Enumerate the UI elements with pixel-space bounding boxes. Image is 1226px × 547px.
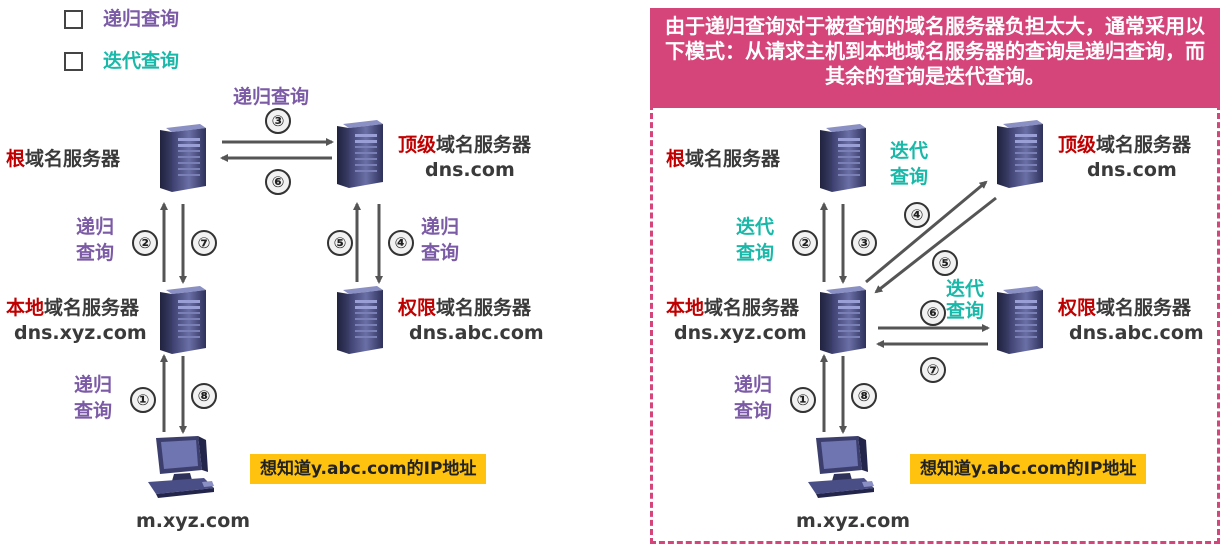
root-prefix: 根 [666, 148, 686, 170]
root-suffix: 域名服务器 [685, 148, 781, 170]
step-1: ① [790, 387, 816, 413]
local-prefix: 本地 [6, 297, 45, 319]
tld-host: dns.com [1087, 159, 1177, 181]
auth-suffix: 域名服务器 [436, 297, 532, 319]
query-label-local-auth: 迭代 查询 [946, 278, 984, 322]
step-2: ② [132, 230, 158, 256]
root-prefix: 根 [6, 148, 26, 170]
client-host: m.xyz.com [796, 510, 911, 532]
tld-host: dns.com [425, 159, 515, 181]
step-3: ③ [851, 230, 877, 256]
query-word-2: 查询 [76, 242, 115, 264]
local-host: dns.xyz.com [674, 322, 807, 344]
local-suffix: 域名服务器 [704, 297, 800, 319]
query-label-tld-auth: 递归 查询 [421, 214, 459, 266]
query-label-client: 递归 查询 [74, 372, 112, 424]
arrow-5 [874, 196, 997, 294]
query-label-root-tld: 迭代 查询 [890, 138, 928, 190]
step-8: ⑧ [191, 383, 217, 409]
step-4: ④ [388, 230, 414, 256]
query-label-client: 递归 查询 [734, 372, 772, 424]
legend-recursive-label: 递归查询 [103, 8, 180, 30]
query-word-1: 迭代 [946, 278, 985, 300]
query-word-2: 查询 [890, 166, 929, 188]
tld-server-label: 顶级域名服务器 [398, 134, 531, 156]
step-3: ③ [265, 108, 291, 134]
local-server-label: 本地域名服务器 [6, 297, 139, 319]
auth-host: dns.abc.com [409, 322, 544, 344]
query-word-1: 迭代 [890, 140, 929, 162]
query-word-2: 查询 [736, 242, 775, 264]
step-8: ⑧ [851, 383, 877, 409]
query-word-1: 递归 [734, 374, 773, 396]
auth-host: dns.abc.com [1069, 322, 1204, 344]
query-label-root-local: 递归 查询 [76, 214, 114, 266]
tld-prefix: 顶级 [398, 134, 437, 156]
tld-suffix: 域名服务器 [436, 134, 532, 156]
auth-server-label: 权限域名服务器 [398, 297, 531, 319]
root-server-label: 根域名服务器 [6, 148, 120, 170]
root-suffix: 域名服务器 [25, 148, 121, 170]
legend-iterative-label: 迭代查询 [103, 50, 180, 72]
local-suffix: 域名服务器 [44, 297, 140, 319]
root-server-label: 根域名服务器 [666, 148, 780, 170]
step-7: ⑦ [920, 357, 946, 383]
query-word-2: 查询 [421, 242, 460, 264]
query-word-1: 递归 [421, 216, 460, 238]
query-word-2: 查询 [74, 400, 113, 422]
legend-checkbox-iterative[interactable] [64, 52, 83, 71]
mode-explanation-banner: 由于递归查询对于被查询的域名服务器负担太大，通常采用以下模式：从请求主机到本地域… [650, 8, 1220, 108]
step-6: ⑥ [265, 169, 291, 195]
query-label-top: 递归查询 [233, 86, 310, 108]
step-4: ④ [904, 202, 930, 228]
auth-server-label: 权限域名服务器 [1058, 297, 1191, 319]
tld-server-label: 顶级域名服务器 [1058, 134, 1191, 156]
local-host: dns.xyz.com [14, 322, 147, 344]
arrow-4 [865, 180, 988, 284]
auth-suffix: 域名服务器 [1096, 297, 1192, 319]
query-word-1: 迭代 [736, 216, 775, 238]
query-word-1: 递归 [74, 374, 113, 396]
step-5: ⑤ [932, 250, 958, 276]
step-7: ⑦ [191, 230, 217, 256]
step-2: ② [792, 230, 818, 256]
step-6: ⑥ [920, 300, 946, 326]
auth-prefix: 权限 [398, 297, 437, 319]
query-goal-note: 想知道y.abc.com的IP地址 [250, 454, 487, 484]
query-word-2: 查询 [946, 300, 985, 322]
query-word-2: 查询 [734, 400, 773, 422]
query-label-root-local: 迭代 查询 [736, 214, 774, 266]
step-5: ⑤ [327, 230, 353, 256]
tld-prefix: 顶级 [1058, 134, 1097, 156]
local-prefix: 本地 [666, 297, 705, 319]
step-1: ① [130, 387, 156, 413]
query-word-1: 递归 [76, 216, 115, 238]
auth-prefix: 权限 [1058, 297, 1097, 319]
tld-suffix: 域名服务器 [1096, 134, 1192, 156]
client-host: m.xyz.com [136, 510, 251, 532]
legend-checkbox-recursive[interactable] [64, 10, 83, 29]
local-server-label: 本地域名服务器 [666, 297, 799, 319]
query-goal-note: 想知道y.abc.com的IP地址 [910, 454, 1147, 484]
